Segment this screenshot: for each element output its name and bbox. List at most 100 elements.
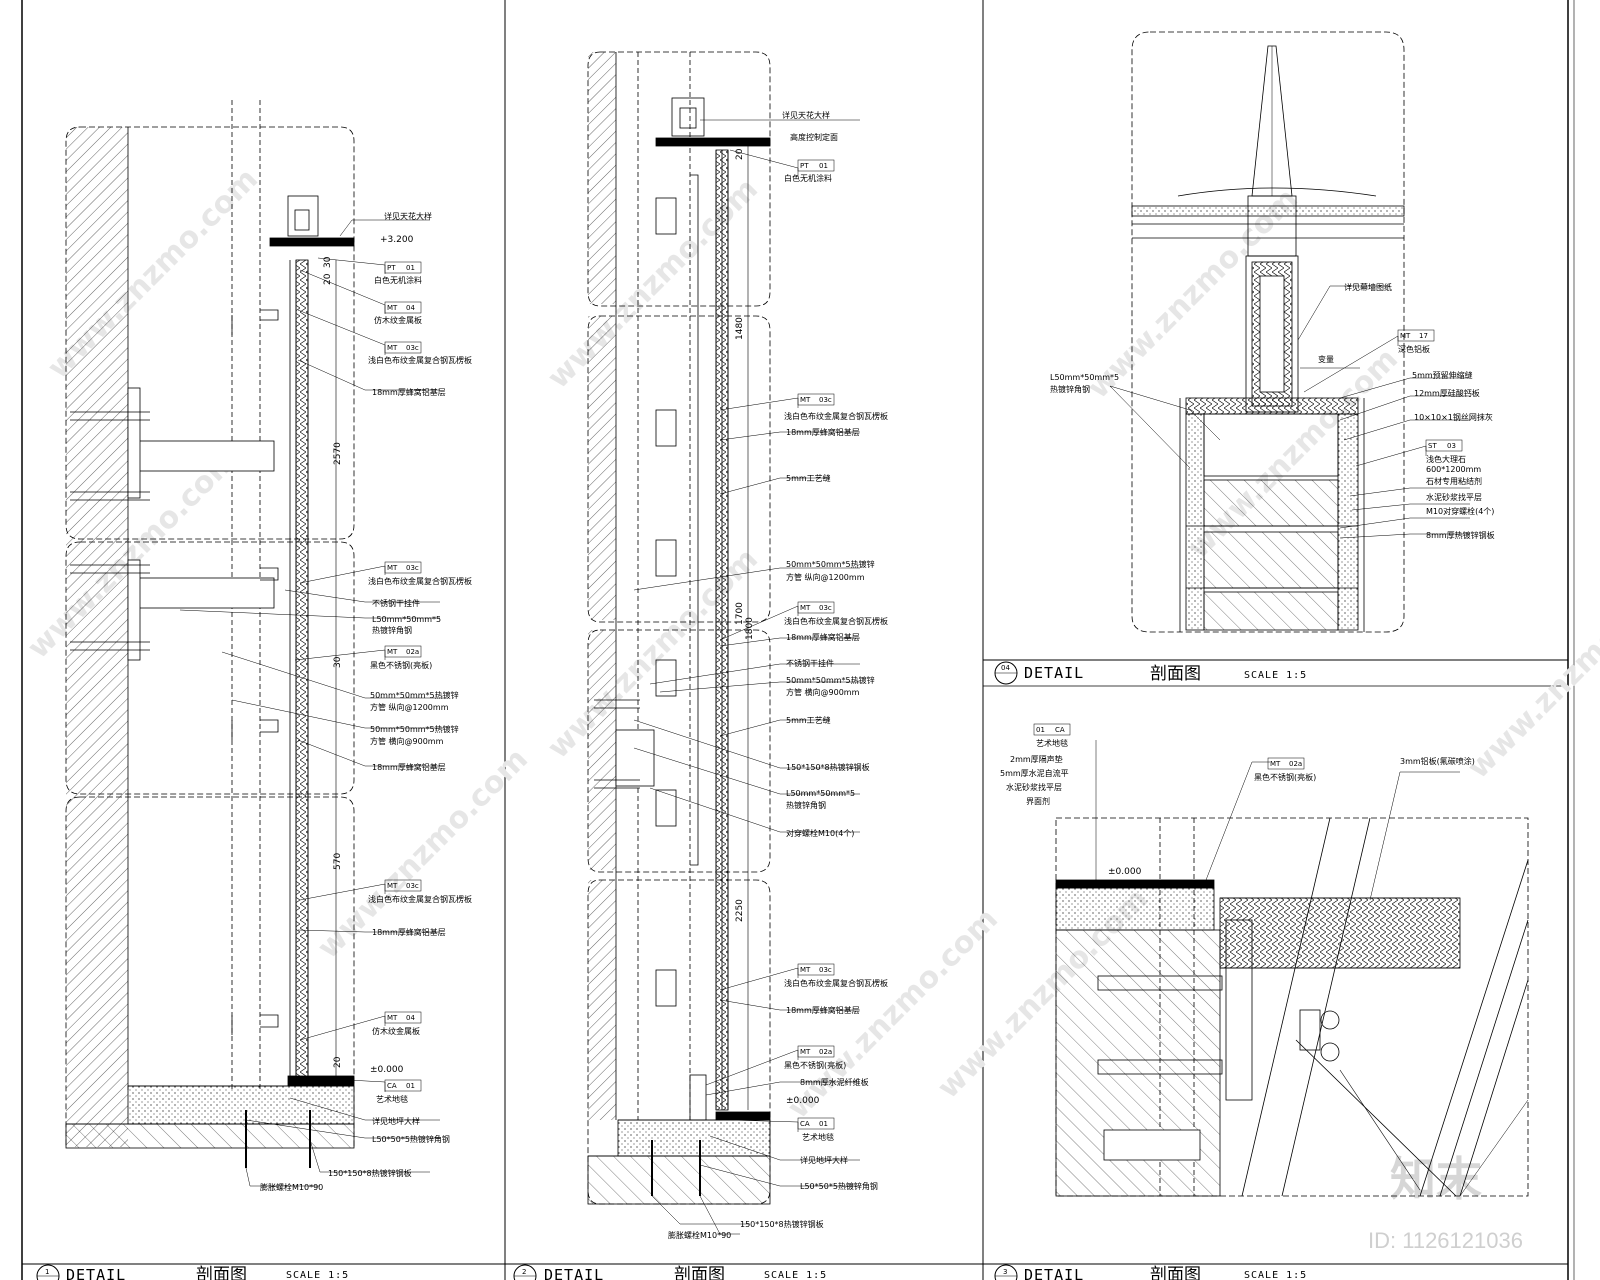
- detail-3-callouts: 详见幕墙图纸 MT 17 深色铝板 变量 5mm预留伸缩缝 12mm厚硅酸钙板 …: [1050, 282, 1495, 540]
- svg-text:L50mm*50mm*5: L50mm*50mm*5: [372, 615, 441, 624]
- svg-text:详见天花大样: 详见天花大样: [782, 110, 830, 120]
- svg-text:艺术地毯: 艺术地毯: [802, 1132, 834, 1142]
- svg-text:5mm工艺缝: 5mm工艺缝: [786, 715, 831, 725]
- svg-text:L50mm*50mm*5: L50mm*50mm*5: [786, 789, 855, 798]
- svg-text:SCALE 1:5: SCALE 1:5: [1244, 670, 1307, 681]
- svg-text:18mm厚蜂窝铝基层: 18mm厚蜂窝铝基层: [372, 762, 446, 772]
- detail-1-level-top: +3.200: [380, 235, 414, 245]
- detail-04-title: 04 DETAIL 剖面图 SCALE 1:5: [994, 661, 1307, 685]
- svg-text:04: 04: [406, 304, 415, 312]
- detail-2-title: 2 DETAIL 剖面图 SCALE 1:5: [513, 1264, 826, 1280]
- sheet-frame: [21, 0, 1575, 1280]
- detail-04-structure: [1055, 817, 1529, 1197]
- svg-text:MT: MT: [387, 304, 398, 312]
- svg-text:01: 01: [819, 1120, 828, 1128]
- detail-2-level-top: 高度控制定面: [790, 132, 838, 142]
- svg-text:浅白色布纹金属复合钢瓦楞板: 浅白色布纹金属复合钢瓦楞板: [368, 355, 472, 365]
- svg-text:150*150*8热镀锌钢板: 150*150*8热镀锌钢板: [740, 1219, 824, 1229]
- svg-text:03c: 03c: [406, 882, 419, 890]
- svg-text:DETAIL: DETAIL: [66, 1266, 126, 1280]
- detail-2-callouts: 详见天花大样 PT 01 白色无机涂料 MT 03c 浅白色布纹金属复合钢瓦楞板…: [668, 110, 888, 1240]
- svg-text:方管 纵向@1200mm: 方管 纵向@1200mm: [370, 702, 449, 712]
- svg-text:MT: MT: [800, 604, 811, 612]
- svg-text:02a: 02a: [1289, 760, 1302, 768]
- svg-text:浅白色布纹金属复合钢瓦楞板: 浅白色布纹金属复合钢瓦楞板: [784, 411, 888, 421]
- detail-04-callouts: 01 CA 艺术地毯 2mm厚隔声垫 5mm厚水泥自流平 水泥砂浆找平层 界面剂…: [1000, 723, 1475, 806]
- svg-text:50mm*50mm*5热镀锌: 50mm*50mm*5热镀锌: [370, 724, 459, 734]
- svg-text:详见地坪大样: 详见地坪大样: [372, 1116, 420, 1126]
- svg-text:www.znzmo.com: www.znzmo.com: [1461, 562, 1600, 786]
- svg-text:M10对穿螺栓(4个): M10对穿螺栓(4个): [1426, 506, 1494, 516]
- svg-text:对穿螺栓M10(4个): 对穿螺栓M10(4个): [786, 828, 854, 838]
- svg-text:界面剂: 界面剂: [1026, 796, 1050, 806]
- svg-text:黑色不锈钢(亮板): 黑色不锈钢(亮板): [1254, 772, 1316, 782]
- svg-text:1800: 1800: [745, 617, 755, 640]
- svg-text:PT: PT: [387, 264, 396, 272]
- svg-text:18mm厚蜂窝铝基层: 18mm厚蜂窝铝基层: [786, 632, 860, 642]
- svg-text:3mm铝板(氟碳喷涂): 3mm铝板(氟碳喷涂): [1400, 756, 1475, 766]
- svg-text:2: 2: [522, 1268, 526, 1276]
- detail-2-structure: [587, 51, 771, 1205]
- svg-text:仿木纹金属板: 仿木纹金属板: [372, 1026, 420, 1036]
- svg-text:热镀锌角钢: 热镀锌角钢: [1050, 384, 1090, 394]
- detail-2-dimensions: 20 1480 1700 1800 2250: [735, 148, 755, 922]
- svg-text:02a: 02a: [819, 1048, 832, 1056]
- svg-text:20: 20: [333, 1056, 343, 1068]
- svg-text:04: 04: [1001, 664, 1010, 672]
- detail-2-leaders: [633, 119, 860, 1235]
- svg-text:深色铝板: 深色铝板: [1398, 344, 1430, 354]
- svg-text:MT: MT: [800, 966, 811, 974]
- svg-text:黑色不锈钢(亮板): 黑色不锈钢(亮板): [370, 660, 432, 670]
- detail-1: +3.200 ±0.000 30 20 2570 30 570 20: [36, 100, 472, 1280]
- svg-text:MT: MT: [387, 1014, 398, 1022]
- svg-text:01: 01: [406, 264, 415, 272]
- svg-text:18mm厚蜂窝铝基层: 18mm厚蜂窝铝基层: [786, 427, 860, 437]
- svg-text:03c: 03c: [819, 604, 832, 612]
- svg-text:MT: MT: [1270, 760, 1281, 768]
- svg-text:白色无机涂料: 白色无机涂料: [784, 173, 832, 183]
- svg-text:剖面图: 剖面图: [1150, 1265, 1201, 1280]
- svg-text:MT: MT: [387, 648, 398, 656]
- detail-1-level-bottom: ±0.000: [370, 1065, 404, 1075]
- svg-text:18mm厚蜂窝铝基层: 18mm厚蜂窝铝基层: [786, 1005, 860, 1015]
- svg-text:L50mm*50mm*5: L50mm*50mm*5: [1050, 373, 1119, 382]
- svg-text:1700: 1700: [735, 602, 745, 625]
- svg-text:03c: 03c: [819, 966, 832, 974]
- svg-text:剖面图: 剖面图: [196, 1265, 247, 1280]
- svg-text:石材专用粘结剂: 石材专用粘结剂: [1426, 476, 1482, 486]
- svg-text:MT: MT: [387, 882, 398, 890]
- detail-1-dimensions: 30 20 2570 30 570 20: [323, 256, 343, 1068]
- svg-text:3: 3: [1003, 1268, 1007, 1276]
- svg-text:150*150*8热镀锌钢板: 150*150*8热镀锌钢板: [328, 1168, 412, 1178]
- svg-text:03c: 03c: [406, 344, 419, 352]
- svg-text:MT: MT: [387, 564, 398, 572]
- svg-text:5mm厚水泥自流平: 5mm厚水泥自流平: [1000, 768, 1069, 778]
- svg-text:50mm*50mm*5热镀锌: 50mm*50mm*5热镀锌: [370, 690, 459, 700]
- svg-text:PT: PT: [800, 162, 809, 170]
- svg-text:MT: MT: [387, 344, 398, 352]
- svg-text:ST: ST: [1428, 442, 1437, 450]
- svg-text:DETAIL: DETAIL: [1024, 1266, 1084, 1280]
- svg-text:剖面图: 剖面图: [674, 1265, 725, 1280]
- svg-text:17: 17: [1419, 332, 1428, 340]
- svg-text:8mm厚水泥纤维板: 8mm厚水泥纤维板: [800, 1077, 869, 1087]
- svg-text:2250: 2250: [735, 899, 745, 922]
- svg-text:艺术地毯: 艺术地毯: [1036, 738, 1068, 748]
- svg-text:www.znzmo.com: www.znzmo.com: [541, 172, 765, 396]
- svg-text:5mm预留伸缩缝: 5mm预留伸缩缝: [1412, 370, 1473, 380]
- svg-text:CA: CA: [1055, 726, 1065, 734]
- svg-text:SCALE 1:5: SCALE 1:5: [1244, 1270, 1307, 1280]
- svg-text:2570: 2570: [333, 442, 343, 465]
- detail-2: 高度控制定面 ±0.000 20 1480 1700 1800 2250: [513, 51, 888, 1280]
- svg-text:浅白色布纹金属复合钢瓦楞板: 浅白色布纹金属复合钢瓦楞板: [784, 616, 888, 626]
- svg-text:浅色大理石: 浅色大理石: [1426, 454, 1466, 464]
- svg-text:方管 纵向@1200mm: 方管 纵向@1200mm: [786, 572, 865, 582]
- svg-text:01: 01: [406, 1082, 415, 1090]
- svg-text:18mm厚蜂窝铝基层: 18mm厚蜂窝铝基层: [372, 927, 446, 937]
- svg-text:变量: 变量: [1318, 354, 1334, 364]
- svg-text:MT: MT: [800, 1048, 811, 1056]
- svg-text:8mm厚热镀锌钢板: 8mm厚热镀锌钢板: [1426, 530, 1495, 540]
- svg-text:L50*50*5热镀锌角钢: L50*50*5热镀锌角钢: [372, 1134, 450, 1144]
- svg-text:水泥砂浆找平层: 水泥砂浆找平层: [1006, 782, 1062, 792]
